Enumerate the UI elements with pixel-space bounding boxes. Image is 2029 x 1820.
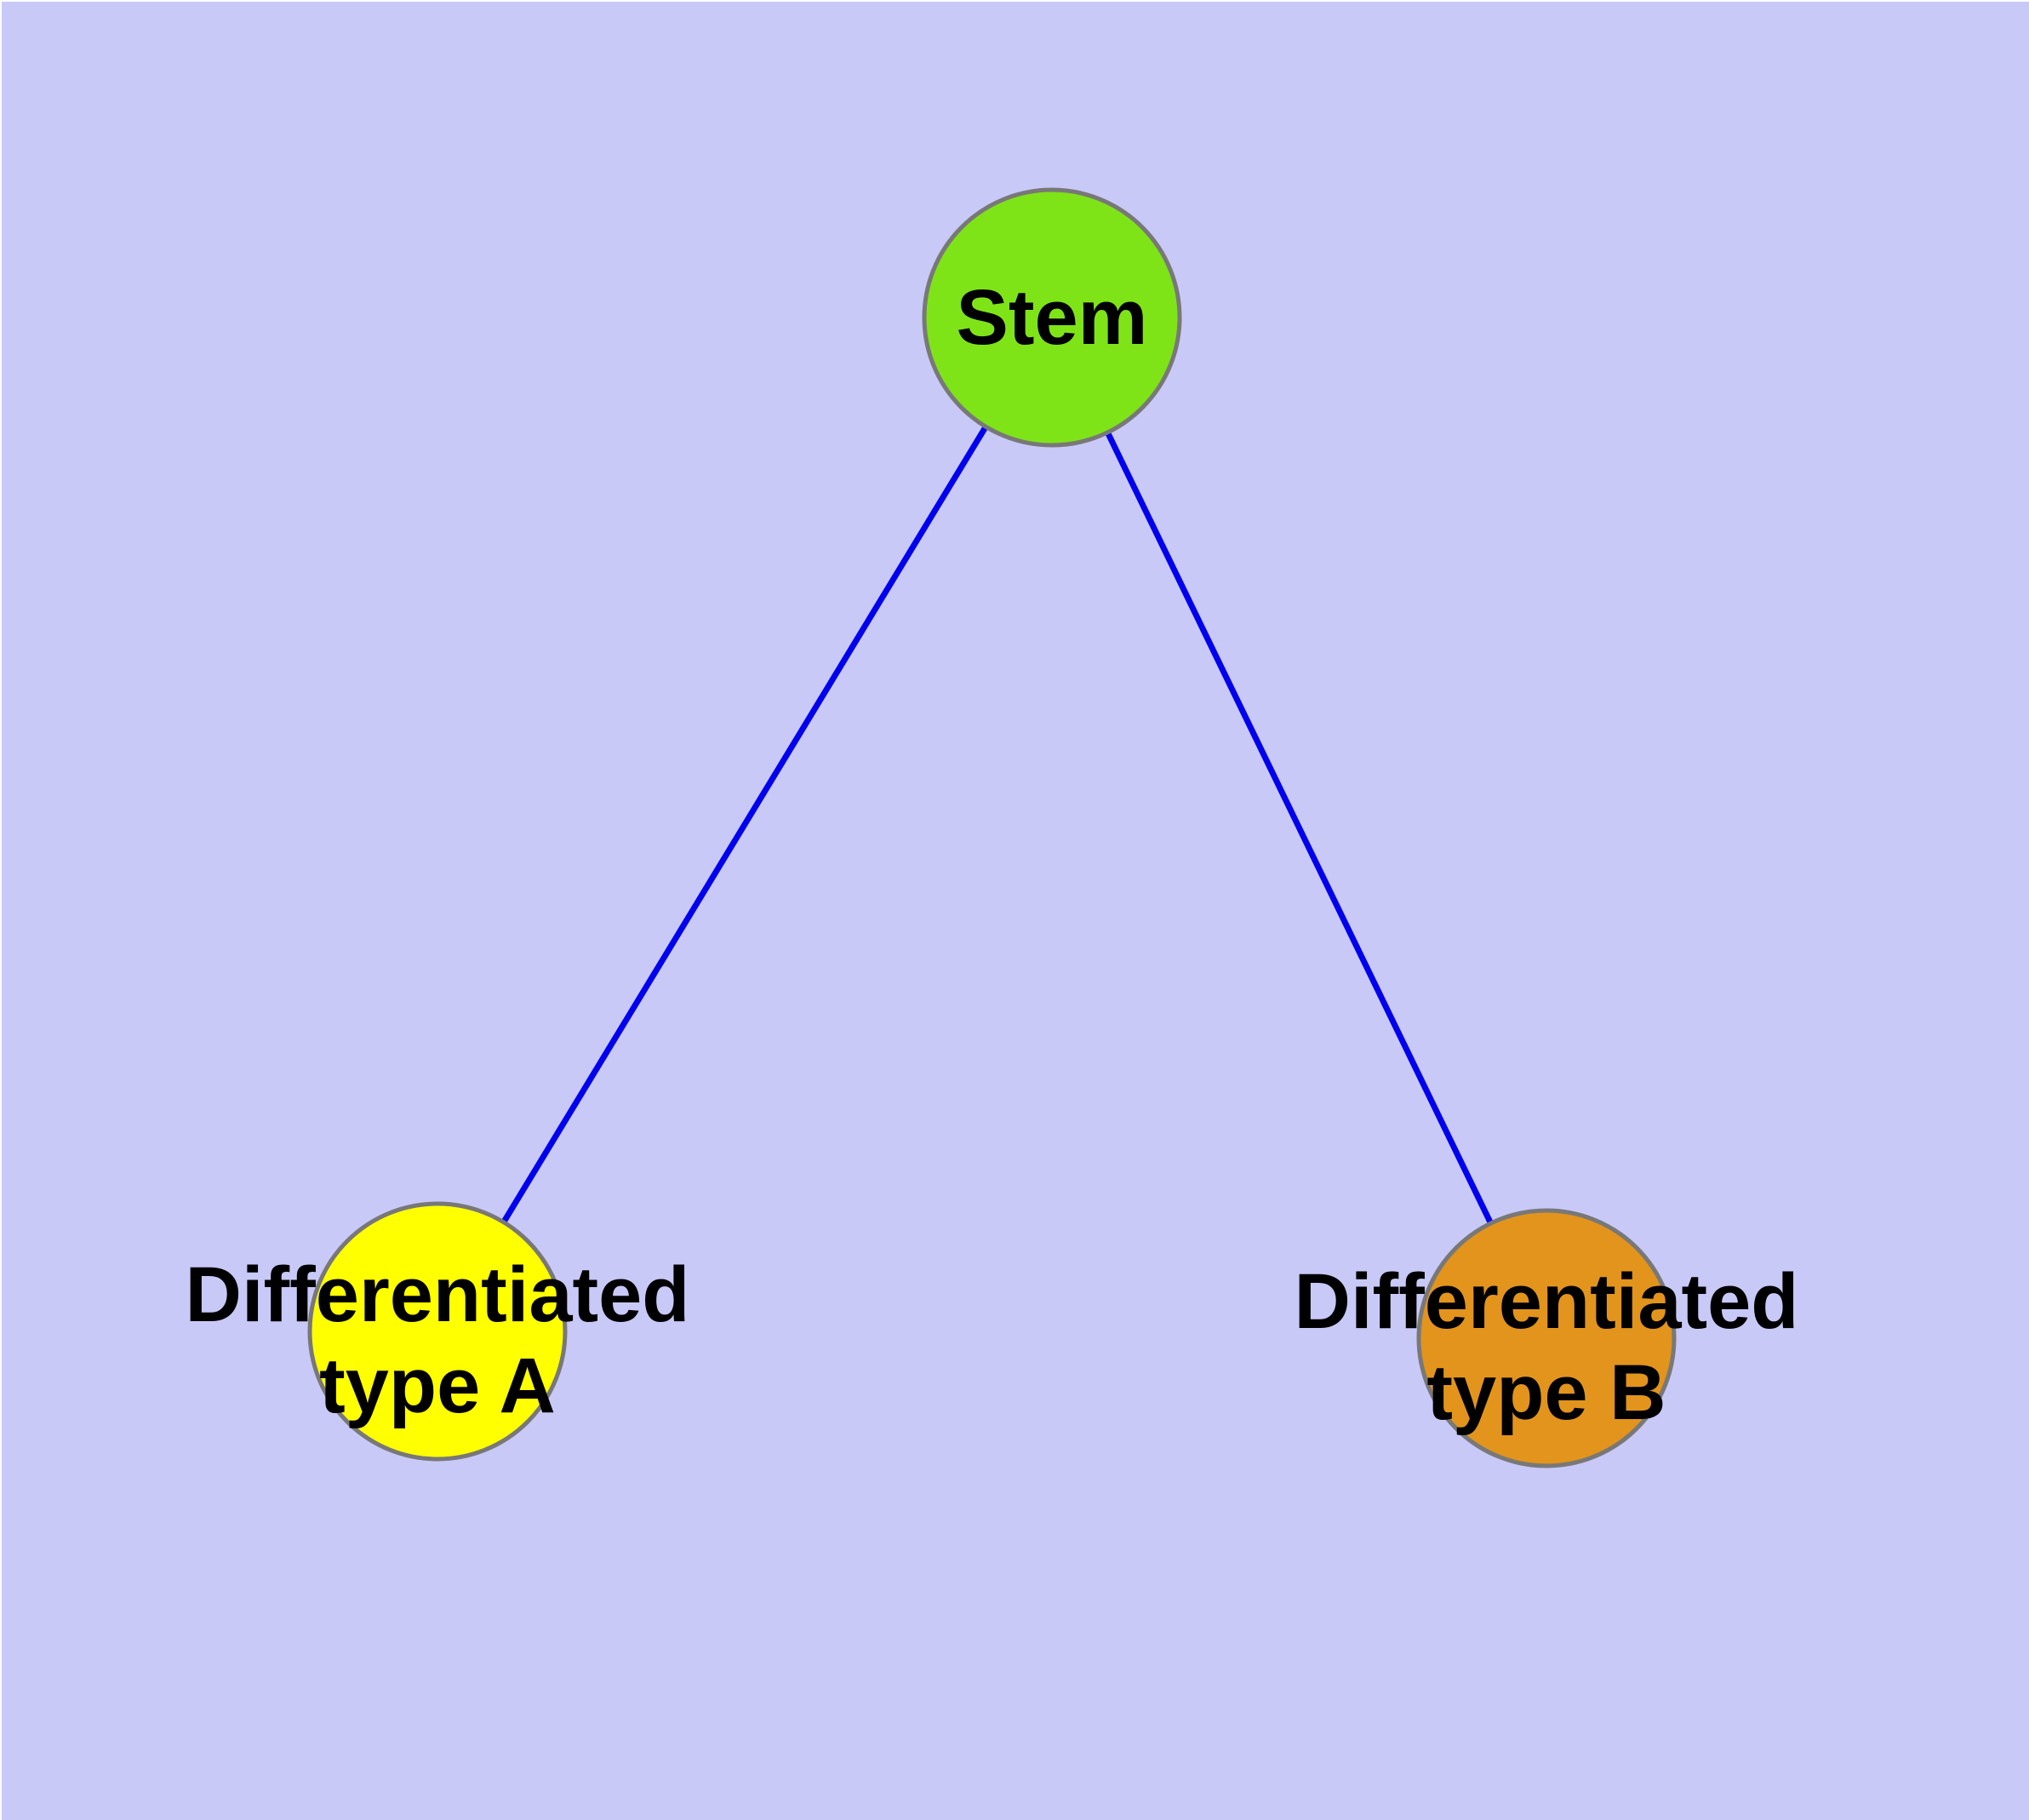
node-differentiated-type-b: Differentiated type B (1295, 1208, 1799, 1468)
node-stem-label: Stem (957, 274, 1148, 361)
edge-stem-to-type-b (1049, 316, 1550, 1340)
node-differentiated-type-a-circle (307, 1201, 568, 1462)
node-differentiated-type-b-label-line2: type B (1426, 1349, 1666, 1436)
node-differentiated-type-a-label-line1: Differentiated (186, 1251, 690, 1338)
edge-group (435, 316, 1550, 1340)
node-differentiated-type-a: Differentiated type A (186, 1201, 690, 1462)
edge-stem-to-type-a (435, 316, 1055, 1333)
node-stem-circle (922, 187, 1182, 448)
node-differentiated-type-a-label-line2: type A (319, 1342, 556, 1429)
node-differentiated-type-b-label-line1: Differentiated (1295, 1258, 1799, 1345)
node-stem: Stem (922, 187, 1182, 448)
node-differentiated-type-b-circle (1416, 1208, 1677, 1468)
